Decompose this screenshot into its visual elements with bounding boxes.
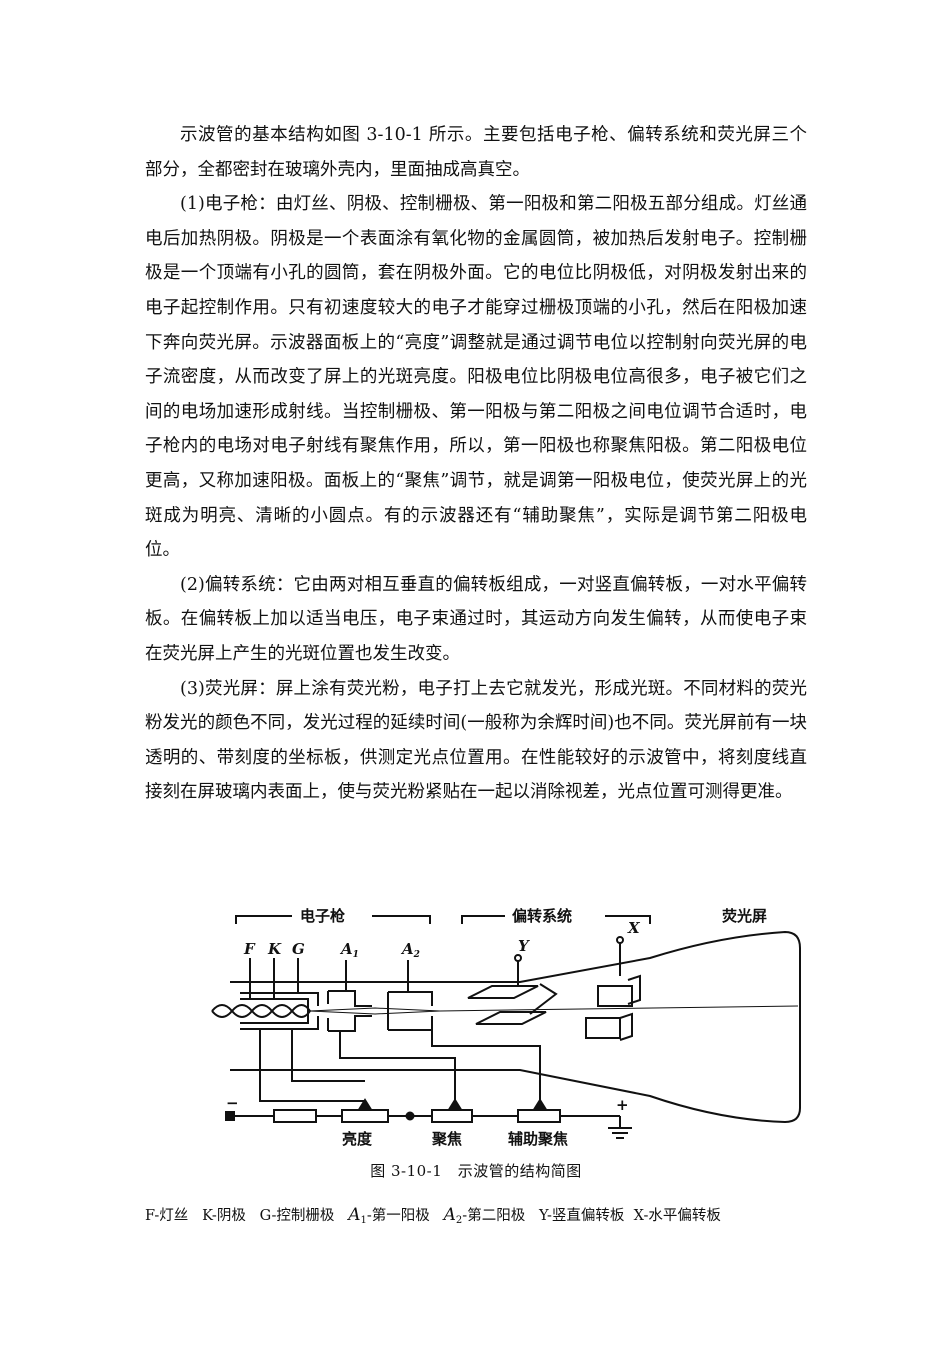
label-y-plates: Y — [518, 937, 530, 955]
x-plate-left-side — [627, 974, 641, 1005]
wire-anode-2 — [431, 1030, 541, 1108]
label-cathode: K — [267, 940, 282, 958]
plus-sign: + — [616, 1096, 629, 1114]
legend-a1-sub: 1 — [360, 1215, 367, 1226]
section-label-deflection: 偏转系统 — [512, 907, 572, 925]
knob-label-aux-focus: 辅助聚焦 — [508, 1130, 568, 1148]
legend-cathode: K-阴极 — [202, 1208, 246, 1224]
label-grid: G — [292, 940, 305, 958]
legend-a1-text: -第一阳极 — [366, 1208, 430, 1224]
wire-grid — [291, 1029, 365, 1082]
section-bracket-deflection — [461, 915, 651, 924]
ground-symbol — [608, 1116, 632, 1139]
label-filament: F — [243, 940, 256, 958]
y-plate-side — [529, 983, 558, 1015]
cathode — [240, 998, 309, 1024]
control-grid — [240, 992, 319, 1030]
electron-beam-focus — [309, 1007, 441, 1015]
body-text: 示波管的基本结构如图 3-10-1 所示。主要包括电子枪、偏转系统和荧光屏三个部… — [145, 118, 807, 810]
potentiometer-aux-focus — [517, 1109, 561, 1123]
x-terminal — [616, 936, 624, 944]
section-label-screen: 荧光屏 — [722, 907, 767, 925]
potentiometer-brightness — [341, 1109, 389, 1123]
wiper-arrows — [358, 1098, 547, 1109]
paragraph-deflection-system: (2)偏转系统：它由两对相互垂直的偏转板组成，一对竖直偏转板，一对水平偏转板。在… — [145, 574, 807, 664]
legend-x-plates: X-水平偏转板 — [633, 1208, 721, 1224]
negative-terminal — [225, 1111, 235, 1121]
y-terminal — [514, 954, 522, 962]
y-plate-upper — [467, 985, 539, 999]
oscilloscope-tube-diagram: 电子枪 偏转系统 荧光屏 F K G A1 A2 Y X — [200, 896, 820, 1158]
legend-a1-symbol: A — [348, 1205, 361, 1225]
legend-filament: F-灯丝 — [145, 1208, 189, 1224]
x-plate-right — [585, 1017, 621, 1039]
legend-a2-sub: 2 — [455, 1215, 463, 1226]
second-anode — [388, 991, 433, 1031]
resistor-1 — [273, 1109, 317, 1123]
filament-coil-back — [211, 1004, 311, 1018]
section-label-gun: 电子枪 — [300, 907, 345, 925]
y-plate-lower — [475, 1011, 547, 1025]
wire-cathode — [259, 1029, 366, 1108]
legend-y-plates: Y-竖直偏转板 — [539, 1208, 625, 1224]
paragraph-electron-gun: (1)电子枪：由灯丝、阴极、控制栅极、第一阳极和第二阳极五部分组成。灯丝通电后加… — [145, 194, 807, 561]
x-plate-right-side — [619, 1012, 633, 1041]
knob-label-focus: 聚焦 — [431, 1130, 462, 1148]
x-plate-left — [597, 985, 633, 1007]
legend-a2-symbol: A — [443, 1205, 456, 1225]
legend-grid: G-控制栅极 — [259, 1208, 335, 1224]
label-anode-2: A2 — [400, 940, 420, 960]
section-bracket-gun — [235, 915, 431, 924]
figure-legend: F-灯丝 K-阴极 G-控制栅极 A1-第一阳极 A2-第二阳极 Y-竖直偏转板… — [145, 1204, 825, 1226]
wire-anode-1 — [339, 1031, 456, 1108]
electron-beam — [439, 1005, 799, 1012]
label-anode-1: A1 — [339, 940, 359, 960]
filament-coil — [211, 1004, 311, 1018]
figure-caption: 图 3-10-1 示波管的结构简图 — [370, 1162, 582, 1180]
knob-label-brightness: 亮度 — [342, 1130, 373, 1148]
potentiometer-focus — [431, 1109, 473, 1123]
legend-a2-text: -第二阳极 — [462, 1208, 526, 1224]
paragraph-intro: 示波管的基本结构如图 3-10-1 所示。主要包括电子枪、偏转系统和荧光屏三个部… — [145, 125, 807, 180]
junction-dot — [405, 1111, 415, 1121]
glass-envelope — [230, 930, 801, 1124]
paragraph-fluorescent-screen: (3)荧光屏：屏上涂有荧光粉，电子打上去它就发光，形成光斑。不同材料的荧光粉发光… — [145, 678, 807, 803]
label-x-plates: X — [627, 919, 641, 937]
minus-sign: − — [226, 1094, 239, 1112]
first-anode — [328, 990, 372, 1032]
